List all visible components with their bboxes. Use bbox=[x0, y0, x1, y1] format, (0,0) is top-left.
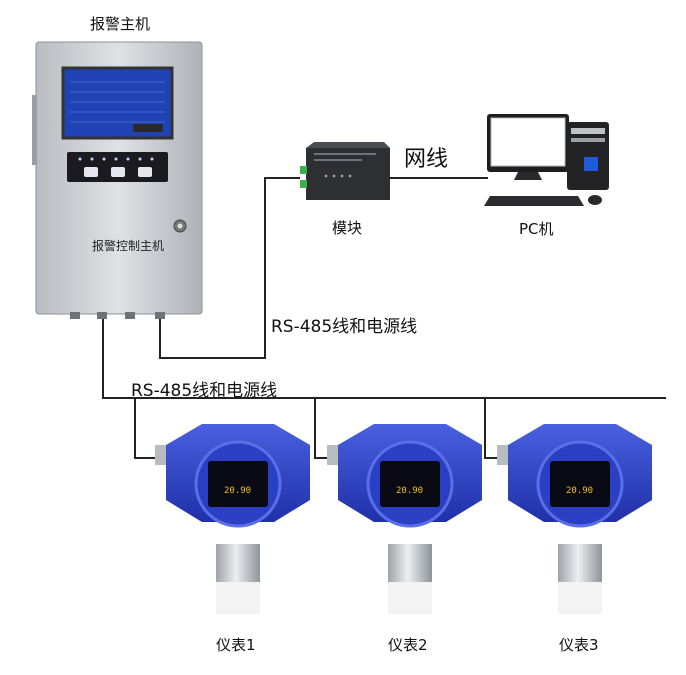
wire-module-to-host bbox=[159, 177, 300, 359]
detector-3: 20.90 bbox=[497, 424, 652, 614]
host-key-2-icon bbox=[111, 167, 125, 177]
panel-caption: 报警控制主机 bbox=[92, 239, 165, 253]
host-key-1-icon bbox=[84, 167, 98, 177]
svg-text:20.90: 20.90 bbox=[566, 486, 593, 496]
wiring bbox=[102, 177, 666, 459]
detector-1: 20.90 bbox=[155, 424, 310, 614]
alarm-host-panel bbox=[32, 41, 203, 319]
rs485-upper-label: RS-485线和电源线 bbox=[271, 317, 418, 337]
instrument-2-label: 仪表2 bbox=[388, 636, 428, 654]
pc-label: PC机 bbox=[519, 220, 554, 238]
communication-module bbox=[300, 142, 390, 200]
svg-text:20.90: 20.90 bbox=[224, 486, 251, 496]
keyboard bbox=[484, 196, 584, 206]
wire-bus-trunk bbox=[102, 314, 666, 399]
host-key-3-icon bbox=[138, 167, 152, 177]
rs485-lower-label: RS-485线和电源线 bbox=[131, 381, 278, 401]
svg-text:20.90: 20.90 bbox=[396, 486, 423, 496]
instrument-1-label: 仪表1 bbox=[216, 636, 256, 654]
mouse-icon bbox=[588, 195, 602, 205]
wire-drop-3 bbox=[484, 398, 502, 459]
module-label: 模块 bbox=[332, 219, 363, 237]
instrument-3-label: 仪表3 bbox=[559, 636, 599, 654]
detector-2: 20.90 bbox=[327, 424, 482, 614]
wire-drop-1 bbox=[134, 398, 158, 459]
detectors: 20.90 20.90 20.90 bbox=[155, 424, 652, 614]
network-cable-label: 网线 bbox=[404, 147, 449, 172]
alarm-host-title: 报警主机 bbox=[90, 15, 151, 33]
pc-computer bbox=[484, 114, 609, 206]
wire-drop-2 bbox=[314, 398, 332, 459]
